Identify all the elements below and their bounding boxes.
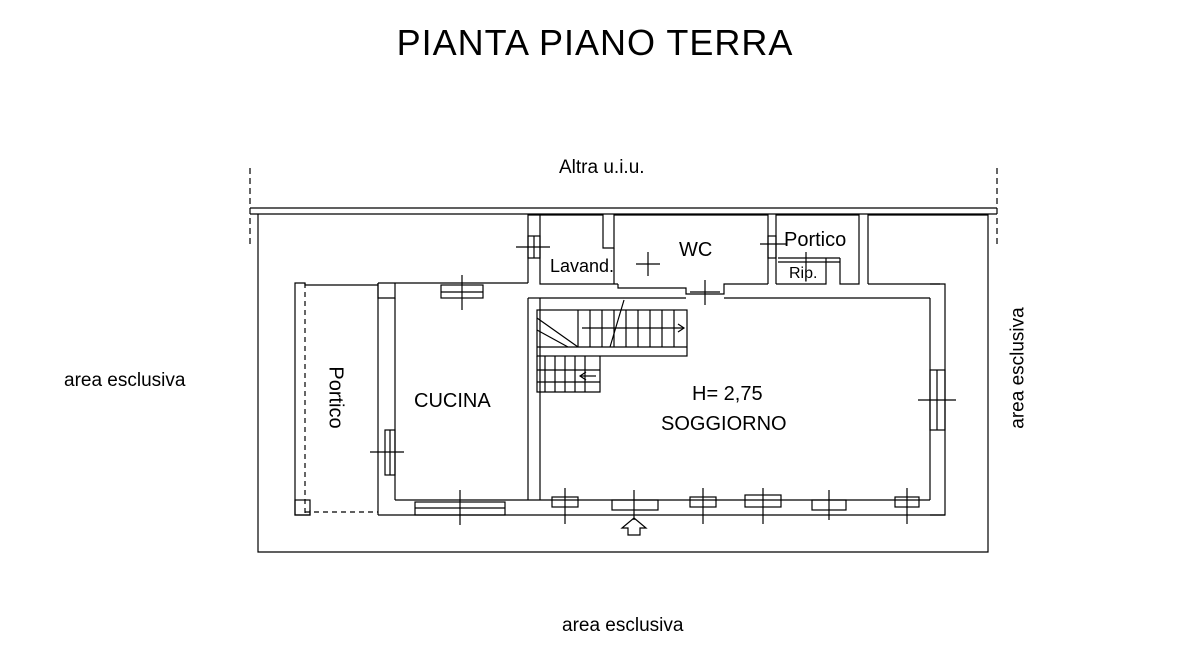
label-area-left: area esclusiva <box>64 370 186 391</box>
label-wc: WC <box>679 239 713 261</box>
label-portico-left: Portico <box>324 366 347 429</box>
label-area-bottom: area esclusiva <box>562 615 684 636</box>
staircase <box>536 299 688 393</box>
neighbor-boundary <box>249 168 998 244</box>
label-height: H= 2,75 <box>692 383 763 405</box>
plan-title: PIANTA PIANO TERRA <box>396 22 794 63</box>
label-soggiorno: SOGGIORNO <box>661 413 787 435</box>
label-cucina: CUCINA <box>414 390 491 412</box>
openings <box>370 235 956 525</box>
label-area-right: area esclusiva <box>1007 307 1029 429</box>
label-neighbor-top: Altra u.i.u. <box>559 157 645 178</box>
entrance-arrow-icon <box>620 517 648 536</box>
label-portico-top: Portico <box>784 229 847 251</box>
label-ripostiglio: Rip. <box>789 265 818 282</box>
portico-left-outline <box>294 282 378 516</box>
lot-outline <box>257 214 989 553</box>
label-lavanderia: Lavand. <box>550 256 615 276</box>
